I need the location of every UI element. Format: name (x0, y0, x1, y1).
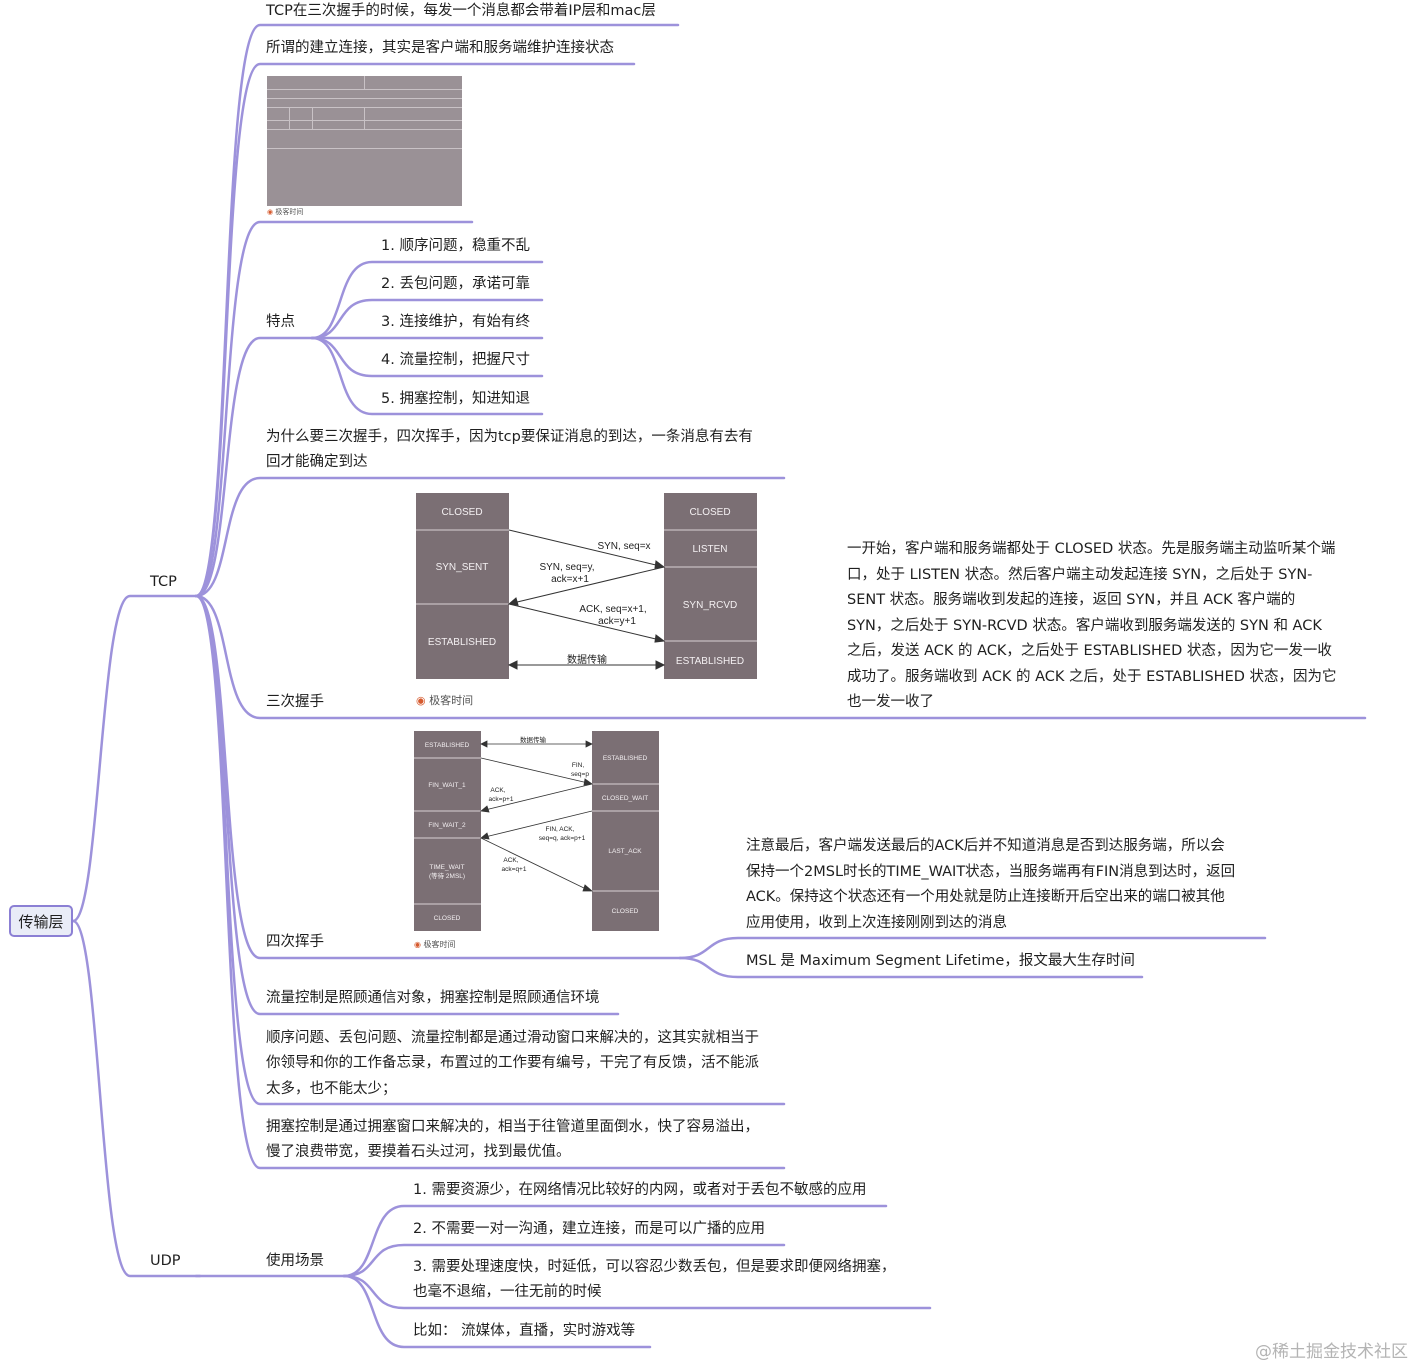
node-why-line-2[interactable]: 回才能确定到达 (266, 454, 368, 470)
window-line-1[interactable]: 顺序问题、丢包问题、流量控制都是通过滑动窗口来解决的，这其实就相当于 (266, 1030, 759, 1046)
geektime-logo-three: ◉ 极客时间 (416, 694, 474, 707)
root-node-transport-layer[interactable]: 传输层 (9, 905, 73, 937)
tcp-header-image (267, 76, 462, 206)
msg-ack-2: ack=y+1 (598, 616, 636, 627)
scene-3-line-1[interactable]: 3. 需要处理速度快，时延低，可以容忍少数丢包，但是要求即便网络拥塞， (413, 1259, 896, 1275)
node-four-way[interactable]: 四次挥手 (266, 934, 324, 950)
state-client-established: ESTABLISHED (428, 637, 496, 648)
link-four-note (678, 936, 1267, 960)
node-tcp-connection-state[interactable]: 所谓的建立连接，其实是客户端和服务端维护连接状态 (266, 40, 614, 56)
state4-client-closed: CLOSED (434, 915, 461, 922)
node-scene-4[interactable]: 比如： 流媒体，直播，实时游戏等 (413, 1323, 636, 1339)
four-note-3[interactable]: ACK。保持这个状态还有一个用处就是防止连接断开后空出来的端口被其他 (746, 889, 1225, 905)
link-f1 (310, 260, 544, 340)
state4-server-last-ack: LAST_ACK (608, 848, 642, 855)
window-line-3[interactable]: 太多，也不能太少； (266, 1081, 397, 1097)
state4-server-closed-wait: CLOSED_WAIT (602, 795, 648, 802)
state-client-closed: CLOSED (441, 507, 482, 518)
link-tcp-three (194, 594, 1367, 720)
msg4-fin-1: FIN, (572, 762, 584, 769)
state4-client-time-wait: TIME_WAIT (429, 864, 464, 871)
link-tcp-features (194, 336, 314, 598)
link-f5 (310, 336, 544, 416)
link-root-udp (71, 919, 202, 1278)
three-way-handshake-diagram: CLOSED SYN_SENT ESTABLISHED CLOSED LISTE… (416, 493, 757, 679)
four-way-handshake-diagram: ESTABLISHED FIN_WAIT_1 FIN_WAIT_2 TIME_W… (414, 731, 659, 931)
three-note-6[interactable]: 成功了。服务端收到 ACK 的 ACK 之后，处于 ESTABLISHED 状态… (847, 669, 1337, 685)
state-server-established: ESTABLISHED (676, 656, 744, 667)
node-feature-3[interactable]: 3. 连接维护，有始有终 (381, 314, 530, 330)
four-note-1[interactable]: 注意最后，客户端发送最后的ACK后并不知道消息是否到达服务端，所以会 (746, 838, 1225, 854)
watermark: @稀土掘金技术社区 (1255, 1342, 1408, 1362)
state-server-syn-rcvd: SYN_RCVD (683, 600, 737, 611)
node-flow-vs-congestion[interactable]: 流量控制是照顾通信对象，拥塞控制是照顾通信环境 (266, 990, 600, 1006)
link-f2 (310, 298, 544, 340)
node-feature-2[interactable]: 2. 丢包问题，承诺可靠 (381, 276, 530, 292)
state4-client-fin-wait-1: FIN_WAIT_1 (428, 782, 466, 789)
msg4-fin-2: seq=p (571, 771, 589, 778)
node-tcp-ip-mac[interactable]: TCP在三次握手的时候，每发一个消息都会带着IP层和mac层 (266, 3, 656, 19)
geektime-logo-four: ◉ 极客时间 (414, 940, 456, 949)
three-note-4[interactable]: SYN，之后处于 SYN-RCVD 状态。客户端收到服务端发送的 SYN 和 A… (847, 618, 1322, 634)
four-note-2[interactable]: 保持一个2MSL时长的TIME_WAIT状态，当服务端再有FIN消息到达时，返回 (746, 864, 1236, 880)
geektime-logo: ◉ 极客时间 (267, 208, 304, 216)
msg4-finack-1: FIN, ACK, (546, 826, 575, 833)
msg4-lastack-2: ack=q+1 (502, 866, 527, 873)
scene-3-line-2[interactable]: 也毫不退缩，一往无前的时候 (413, 1284, 602, 1300)
node-scene-2[interactable]: 2. 不需要一对一沟通，建立连接，而是可以广播的应用 (413, 1221, 765, 1237)
three-note-3[interactable]: SENT 状态。服务端收到发起的连接，返回 SYN，并且 ACK 客户端的 (847, 592, 1296, 608)
node-feature-4[interactable]: 4. 流量控制，把握尺寸 (381, 352, 530, 368)
link-s4 (342, 1274, 652, 1349)
node-tcp[interactable]: TCP (150, 574, 177, 590)
three-note-5[interactable]: 之后，发送 ACK 的 ACK，之后处于 ESTABLISHED 状态，因为它一… (847, 643, 1332, 659)
congest-line-1[interactable]: 拥塞控制是通过拥塞窗口来解决的，相当于往管道里面倒水，快了容易溢出， (266, 1119, 759, 1135)
msg4-ack-1: ACK, (490, 787, 505, 794)
window-line-2[interactable]: 你领导和你的工作备忘录，布置过的工作要有编号，干完了有反馈，活不能派 (266, 1055, 759, 1071)
node-features[interactable]: 特点 (266, 314, 295, 330)
link-s1 (342, 1204, 888, 1278)
state4-server-closed: CLOSED (612, 908, 639, 915)
link-root-tcp (71, 594, 202, 923)
state4-client-time-wait-note: (等待 2MSL) (429, 871, 465, 880)
msg4-ack-2: ack=p+1 (489, 796, 514, 803)
three-note-1[interactable]: 一开始，客户端和服务端都处于 CLOSED 状态。先是服务端主动监听某个端 (847, 541, 1336, 557)
link-four-msl (678, 956, 1144, 979)
msg-syn-ack-1: SYN, seq=y, (539, 562, 594, 573)
state4-server-established: ESTABLISHED (603, 755, 648, 762)
msg-data: 数据传输 (567, 653, 607, 666)
link-tcp-flow (194, 594, 620, 1016)
three-note-7[interactable]: 也一发一收了 (847, 694, 934, 710)
node-three-way[interactable]: 三次握手 (266, 694, 324, 710)
link-tcp-congest (194, 594, 786, 1170)
link-tcp-img (194, 220, 474, 598)
msg4-finack-2: seq=q, ack=p+1 (539, 835, 586, 842)
msg-ack-1: ACK, seq=x+1, (579, 604, 646, 615)
three-note-2[interactable]: 口，处于 LISTEN 状态。然后客户端主动发起连接 SYN，之后处于 SYN- (847, 567, 1313, 583)
node-why-line-1[interactable]: 为什么要三次握手，四次挥手，因为tcp要保证消息的到达，一条消息有去有 (266, 429, 753, 445)
node-usage-scenarios[interactable]: 使用场景 (266, 1253, 324, 1269)
link-s2 (342, 1243, 786, 1278)
msg-syn: SYN, seq=x (597, 541, 650, 552)
state4-client-established: ESTABLISHED (425, 742, 470, 749)
node-udp[interactable]: UDP (150, 1253, 181, 1269)
msg4-lastack-1: ACK, (503, 857, 518, 864)
state-server-closed: CLOSED (689, 507, 730, 518)
state-client-syn-sent: SYN_SENT (436, 562, 489, 573)
state4-client-fin-wait-2: FIN_WAIT_2 (428, 822, 466, 829)
node-feature-1[interactable]: 1. 顺序问题，稳重不乱 (381, 238, 530, 254)
state-server-listen: LISTEN (692, 544, 727, 555)
node-msl[interactable]: MSL 是 Maximum Segment Lifetime，报文最大生存时间 (746, 953, 1135, 969)
node-feature-5[interactable]: 5. 拥塞控制，知进知退 (381, 391, 530, 407)
msg-syn-ack-2: ack=x+1 (551, 574, 589, 585)
msg4-data: 数据传输 (520, 735, 547, 744)
link-tcp-why (194, 476, 786, 598)
node-scene-1[interactable]: 1. 需要资源少，在网络情况比较好的内网，或者对于丢包不敏感的应用 (413, 1182, 867, 1198)
link-tcp-n2 (194, 62, 636, 598)
congest-line-2[interactable]: 慢了浪费带宽，要摸着石头过河，找到最优值。 (266, 1144, 571, 1160)
four-note-4[interactable]: 应用使用，收到上次连接刚刚到达的消息 (746, 915, 1007, 931)
